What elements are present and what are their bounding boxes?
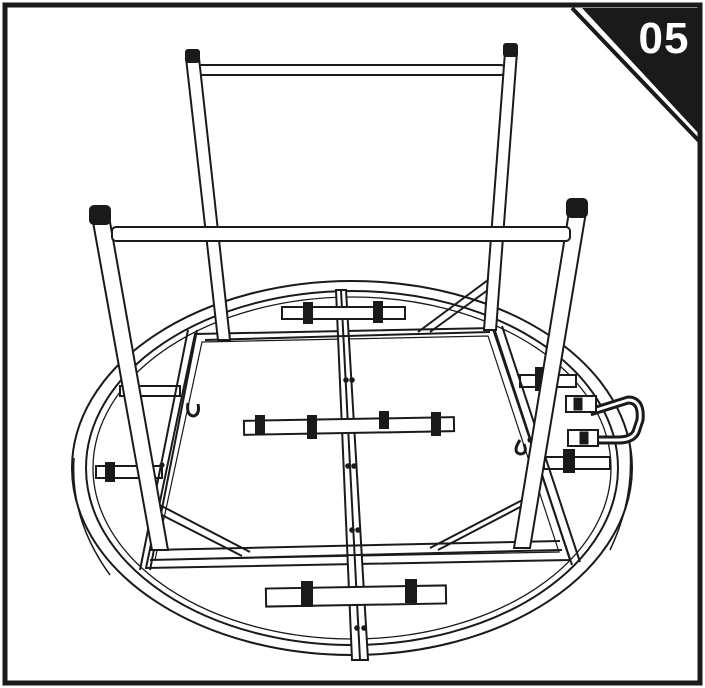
diagonal-braces <box>149 279 533 557</box>
leg-frame-front <box>89 198 588 551</box>
leg-frame-back <box>184 43 519 341</box>
step-badge <box>570 6 702 144</box>
carry-handle <box>565 395 645 447</box>
support-slats <box>95 301 611 608</box>
hook-right <box>514 439 527 456</box>
step-number: 05 <box>638 14 690 63</box>
hook-left <box>186 402 200 418</box>
